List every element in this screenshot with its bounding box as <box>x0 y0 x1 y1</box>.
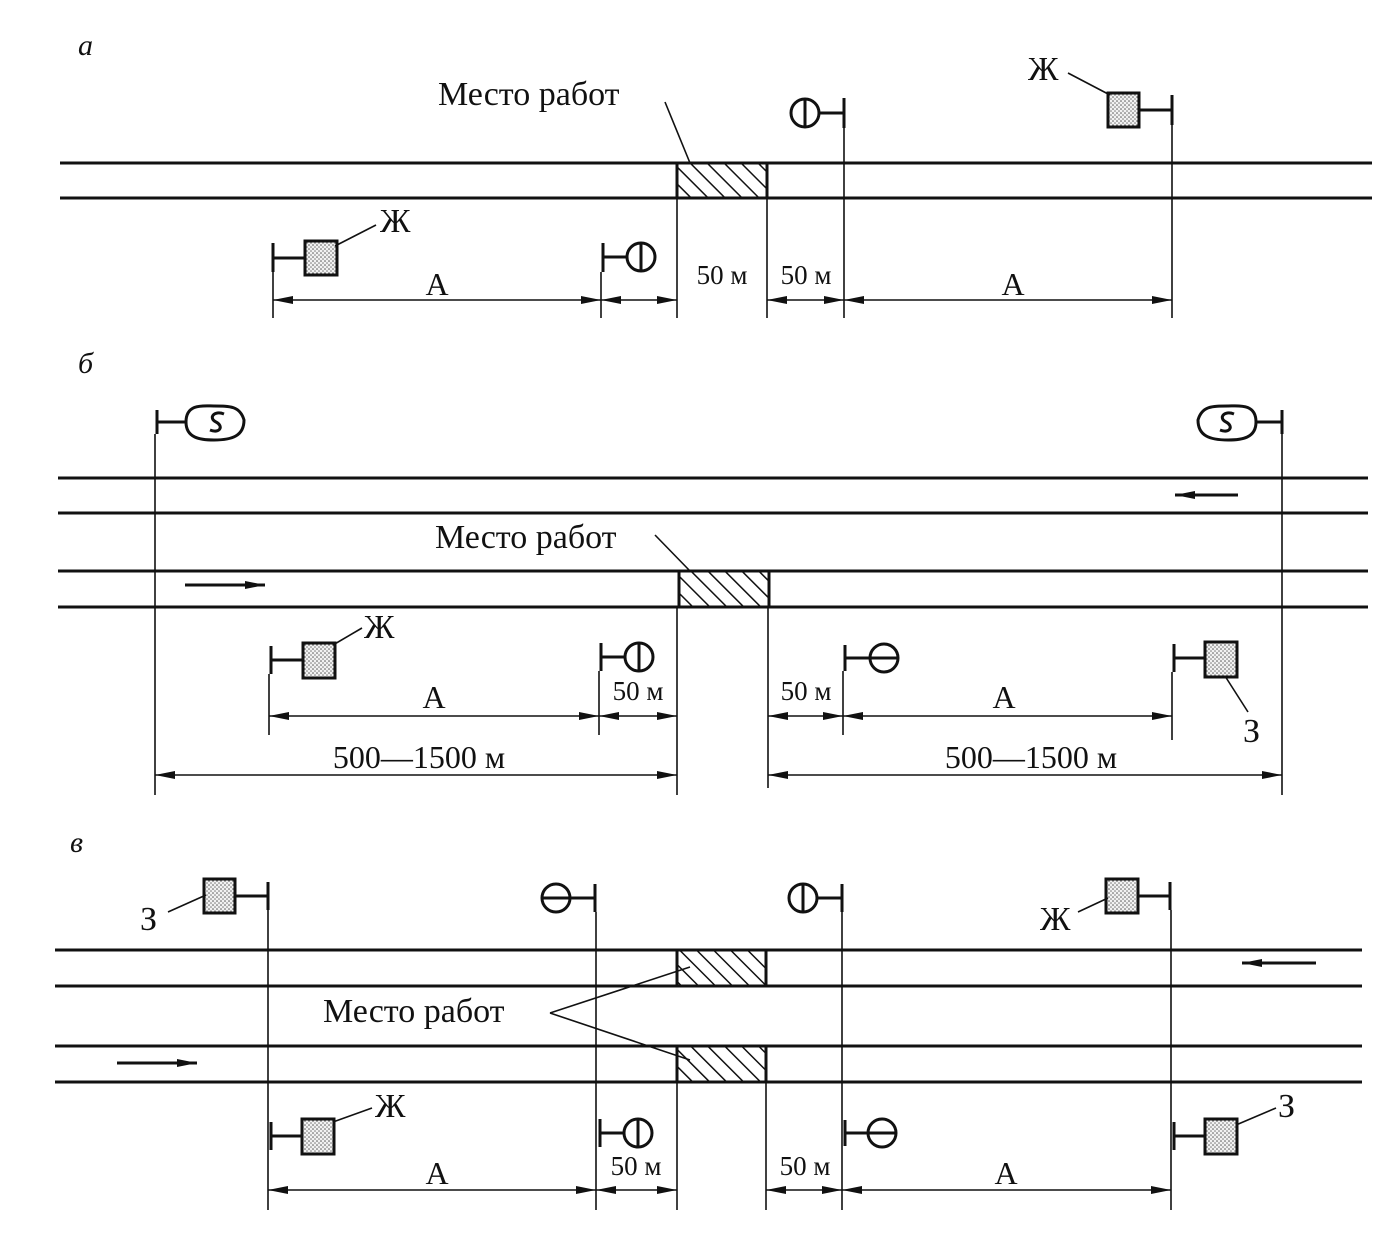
warning-board-icon <box>271 239 339 277</box>
whistle-sign-icon <box>155 404 246 442</box>
extension-lines <box>272 125 1173 318</box>
leader-line <box>332 627 363 646</box>
work-site <box>675 1044 768 1084</box>
warning-board-icon <box>269 641 337 680</box>
whistle-sign-icon <box>1196 404 1284 442</box>
warning-board-icon <box>269 1117 336 1156</box>
dimension-50m-label: 50 м <box>613 676 664 706</box>
dimension-range-label: 500—1500 м <box>945 739 1117 775</box>
extension-lines <box>154 434 1283 795</box>
stop-signal-icon <box>843 642 900 674</box>
sign-zh-label: Ж <box>364 609 395 646</box>
extension-lines <box>267 910 1172 1210</box>
stop-signal-icon <box>601 241 657 273</box>
leader-line <box>332 1107 373 1123</box>
sign-zh-label: Ж <box>380 203 411 240</box>
panel-letter: в <box>70 826 83 859</box>
work-site <box>677 569 771 609</box>
leader-line <box>1235 1107 1277 1126</box>
dimension-a-label: A <box>994 1155 1017 1191</box>
leader-line <box>1224 675 1249 713</box>
leader-line <box>654 534 691 572</box>
dimension-50m-label: 50 м <box>611 1151 662 1181</box>
dimension-range-label: 500—1500 м <box>333 739 505 775</box>
stop-signal-icon <box>787 882 844 914</box>
stop-signal-icon <box>789 97 846 129</box>
warning-board-icon <box>1172 640 1239 679</box>
dimension-a-label: A <box>1001 266 1024 302</box>
leader-line <box>1067 72 1111 96</box>
dimension-50m-label: 50 м <box>781 260 832 290</box>
panel-letter: а <box>78 29 93 62</box>
leader-line <box>549 1012 691 1061</box>
warning-board-icon <box>1172 1117 1239 1156</box>
stop-signal-icon <box>599 641 655 673</box>
dimension-50m-label: 50 м <box>780 1151 831 1181</box>
dimension-50m-label: 50 м <box>697 260 748 290</box>
dimension-50m-label: 50 м <box>781 676 832 706</box>
sign-z-label: З <box>140 901 157 938</box>
work-site-label: Место работ <box>435 519 617 556</box>
dimension-a-label: A <box>422 679 445 715</box>
leader-line <box>549 966 691 1014</box>
panel-letter: б <box>78 347 94 380</box>
stop-signal-icon <box>540 882 597 914</box>
panel-c: в Место работ З <box>55 826 1362 1210</box>
dimension-a-label: A <box>992 679 1015 715</box>
work-site-label: Место работ <box>438 76 620 113</box>
leader-line <box>664 101 691 164</box>
panel-b: б Место работ <box>58 347 1368 795</box>
panel-a: а Место работ Ж Ж <box>60 29 1372 318</box>
warning-board-icon <box>1104 877 1172 915</box>
warning-board-icon <box>202 877 270 915</box>
sign-zh-label: Ж <box>375 1088 406 1125</box>
sign-z-label: З <box>1278 1088 1295 1125</box>
warning-board-icon <box>1106 91 1174 129</box>
leader-line <box>167 894 207 913</box>
leader-line <box>334 224 377 247</box>
dimension-a-label: A <box>425 266 448 302</box>
stop-signal-icon <box>598 1117 654 1149</box>
stop-signal-icon <box>843 1117 898 1149</box>
work-site <box>675 161 769 200</box>
sign-zh-label: Ж <box>1028 51 1059 88</box>
work-site-label: Место работ <box>323 993 505 1030</box>
work-site <box>675 948 768 988</box>
leader-line <box>1077 897 1109 913</box>
dimension-a-label: A <box>425 1155 448 1191</box>
sign-zh-label: Ж <box>1040 901 1071 938</box>
sign-z-label: З <box>1243 713 1260 750</box>
